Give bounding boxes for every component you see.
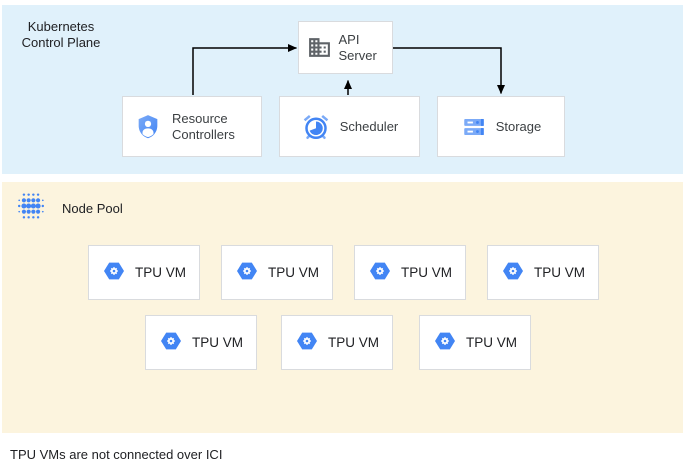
gke-hexagon-gear-icon xyxy=(368,259,392,286)
tpu-vm-label: TPU VM xyxy=(134,265,186,280)
storage-disks-icon xyxy=(461,114,487,140)
storage-node: Storage xyxy=(437,96,565,157)
gke-hexagon-gear-icon xyxy=(501,259,525,286)
tpu-vm-label: TPU VM xyxy=(533,265,585,280)
node-pool-label: Node Pool xyxy=(62,201,123,216)
gke-hexagon-gear-icon xyxy=(433,329,457,356)
tpu-vm-node-2: TPU VM xyxy=(221,245,333,300)
gke-hexagon-gear-icon xyxy=(235,259,259,286)
tpu-vm-label: TPU VM xyxy=(191,335,243,350)
node-pool-region xyxy=(2,182,683,433)
resource-controllers-node: Resource Controllers xyxy=(122,96,262,157)
node-pool-header: Node Pool xyxy=(14,189,123,228)
scheduler-label: Scheduler xyxy=(339,118,399,134)
dot-grid-icon xyxy=(14,189,48,228)
alarm-clock-icon xyxy=(301,112,331,142)
storage-label: Storage xyxy=(495,118,542,134)
gke-hexagon-gear-icon xyxy=(295,329,319,356)
scheduler-node: Scheduler xyxy=(279,96,420,157)
caption-text: TPU VMs are not connected over ICI xyxy=(10,447,223,462)
control-plane-title-line1: Kubernetes xyxy=(27,19,95,34)
resource-controllers-label: Resource Controllers xyxy=(172,110,235,142)
tpu-vm-label: TPU VM xyxy=(327,335,379,350)
tpu-vm-node-6: TPU VM xyxy=(281,315,393,370)
tpu-vm-node-3: TPU VM xyxy=(354,245,466,300)
control-plane-title-line2: Control Plane xyxy=(21,35,101,50)
gke-hexagon-gear-icon xyxy=(102,259,126,286)
control-plane-title: Kubernetes Control Plane xyxy=(14,19,108,51)
api-server-node: API Server xyxy=(298,21,393,74)
shield-user-icon xyxy=(134,113,162,141)
tpu-vm-node-5: TPU VM xyxy=(145,315,257,370)
building-icon xyxy=(307,35,332,60)
tpu-vm-label: TPU VM xyxy=(465,335,517,350)
tpu-vm-label: TPU VM xyxy=(267,265,319,280)
gke-hexagon-gear-icon xyxy=(159,329,183,356)
api-server-label: API Server xyxy=(338,31,377,63)
tpu-vm-node-4: TPU VM xyxy=(487,245,599,300)
tpu-vm-node-1: TPU VM xyxy=(88,245,200,300)
tpu-vm-label: TPU VM xyxy=(400,265,452,280)
tpu-vm-node-7: TPU VM xyxy=(419,315,531,370)
